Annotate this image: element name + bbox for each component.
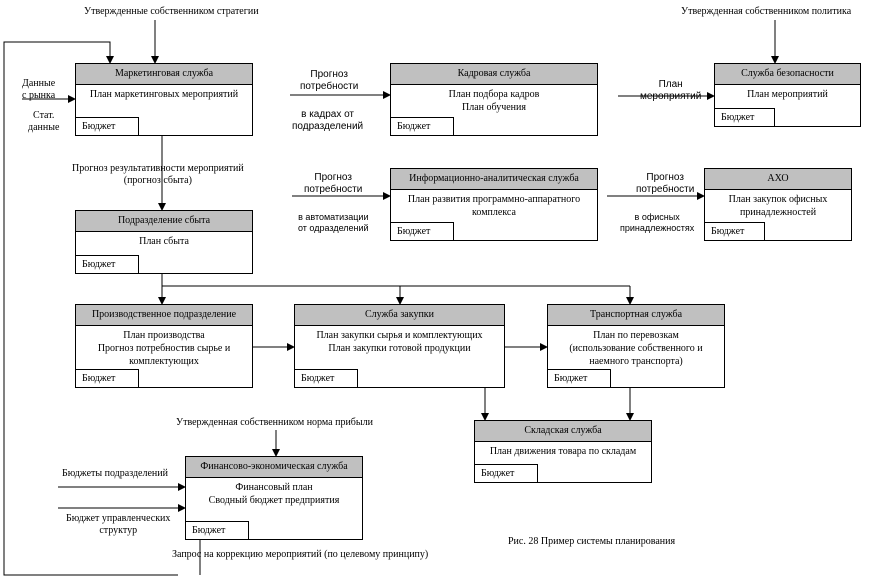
label-line: План: [658, 79, 683, 90]
box-finance: Финансово-экономическая служба Финансовы…: [185, 456, 363, 540]
box-title: Финансово-экономическая служба: [186, 457, 362, 478]
label-line: в офисных: [634, 212, 680, 222]
label-mgmt-budget: Бюджет управленческих структур: [66, 513, 170, 537]
box-title: Производственное подразделение: [76, 305, 252, 326]
label-line: структур: [99, 525, 138, 536]
box-line: Прогноз потребностив сырье и: [97, 343, 231, 354]
label-aho-need: в офисных принадлежностях: [620, 212, 694, 234]
box-line: План закупки готовой продукции: [328, 343, 471, 354]
box-warehouse: Складская служба План движения товара по…: [474, 420, 652, 483]
box-line: План развития программно-аппаратного: [407, 194, 581, 205]
box-line: принадлежностей: [739, 207, 817, 218]
budget-cell: Бюджет: [295, 369, 358, 387]
budget-cell: Бюджет: [391, 222, 454, 240]
budget-cell: Бюджет: [705, 222, 765, 240]
box-line: План подбора кадров: [448, 89, 540, 100]
box-title: Служба закупки: [295, 305, 504, 326]
box-title: АХО: [705, 169, 851, 190]
box-line: Сводный бюджет предприятия: [208, 495, 340, 506]
label-plan-measures: План мероприятий: [640, 79, 701, 103]
box-title: Складская служба: [475, 421, 651, 442]
box-line: План сбыта: [139, 236, 189, 247]
box-sales: Подразделение сбыта План сбыта Бюджет: [75, 210, 253, 274]
label-line: от одразделений: [298, 223, 369, 233]
label-hr-need: в кадрах от подразделений: [292, 109, 363, 133]
box-purchasing: Служба закупки План закупки сырья и комп…: [294, 304, 505, 388]
box-security: Служба безопасности План мероприятий Бюд…: [714, 63, 861, 127]
box-title: Информационно-аналитическая служба: [391, 169, 597, 190]
budget-cell: Бюджет: [76, 117, 139, 135]
box-marketing: Маркетинговая служба План маркетинговых …: [75, 63, 253, 136]
box-line: План маркетинговых мероприятий: [89, 89, 239, 100]
label-line: (прогноз сбыта): [123, 175, 192, 186]
label-line: Стат.: [33, 110, 55, 121]
box-aho: АХО План закупок офисных принадлежностей…: [704, 168, 852, 241]
arrow-correction-loop: [3, 41, 178, 576]
label-it-need: в автоматизации от одразделений: [298, 212, 369, 234]
label-line: в автоматизации: [298, 212, 369, 222]
label-line: потребности: [636, 184, 695, 195]
label-line: Бюджет управленческих: [66, 513, 171, 524]
box-line: комплекса: [472, 207, 516, 218]
label-correction: Запрос на коррекцию мероприятий (по целе…: [172, 549, 429, 560]
box-it: Информационно-аналитическая служба План …: [390, 168, 598, 241]
label-market-data: Данные с рынка: [22, 78, 55, 102]
label-line: потребности: [304, 184, 363, 195]
label-line: мероприятий: [640, 91, 702, 102]
box-title: Транспортная служба: [548, 305, 724, 326]
box-title: Подразделение сбыта: [76, 211, 252, 232]
box-title: Маркетинговая служба: [76, 64, 252, 85]
budget-cell: Бюджет: [715, 108, 775, 126]
label-dept-budgets: Бюджеты подразделений: [62, 468, 168, 479]
label-line: в кадрах от: [301, 109, 355, 120]
label-line: Прогноз: [646, 172, 684, 183]
label-stat-data: Стат. данные: [28, 110, 59, 134]
box-line: План закупки сырья и комплектующих: [316, 330, 483, 341]
box-production: Производственное подразделение План прои…: [75, 304, 253, 388]
label-aho-forecast: Прогноз потребности: [636, 172, 694, 196]
budget-cell: Бюджет: [391, 117, 454, 135]
budget-cell: Бюджет: [548, 369, 611, 387]
box-line: Финансовый план: [235, 482, 313, 493]
budget-cell: Бюджет: [76, 255, 139, 273]
label-line: принадлежностях: [620, 223, 695, 233]
label-line: Прогноз результативности мероприятий: [72, 163, 244, 174]
box-line: комплектующих: [129, 356, 199, 367]
box-line: (использование собственного и: [569, 343, 703, 354]
box-title: Служба безопасности: [715, 64, 860, 85]
box-line: План по перевозкам: [593, 330, 679, 341]
label-strategies: Утвержденные собственником стратегии: [84, 6, 259, 17]
figure-caption: Рис. 28 Пример системы планирования: [508, 536, 676, 547]
label-line: подразделений: [292, 121, 364, 132]
label-line: Прогноз: [310, 69, 348, 80]
label-line: Прогноз: [314, 172, 352, 183]
label-profit-norm: Утвержденная собственником норма прибыли: [176, 417, 373, 428]
budget-cell: Бюджет: [76, 369, 139, 387]
label-line: потребности: [300, 81, 359, 92]
box-line: План закупок офисных: [728, 194, 828, 205]
box-line: План производства: [123, 330, 205, 341]
label-sales-forecast: Прогноз результативности мероприятий (пр…: [72, 163, 244, 187]
label-line: с рынка: [22, 90, 56, 101]
box-transport: Транспортная служба План по перевозкам (…: [547, 304, 725, 388]
box-title: Кадровая служба: [391, 64, 597, 85]
box-line: наемного транспорта): [589, 356, 683, 367]
label-line: данные: [28, 122, 60, 133]
budget-cell: Бюджет: [186, 521, 249, 539]
label-it-forecast: Прогноз потребности: [304, 172, 362, 196]
budget-cell: Бюджет: [475, 464, 538, 482]
label-line: Данные: [22, 78, 56, 89]
box-line: План обучения: [462, 102, 526, 113]
box-line: План мероприятий: [747, 89, 828, 100]
box-line: План движения товара по складам: [489, 446, 637, 457]
label-policy: Утвержденная собственником политика: [681, 6, 852, 17]
label-hr-forecast: Прогноз потребности: [300, 69, 358, 93]
box-hr: Кадровая служба План подбора кадров План…: [390, 63, 598, 136]
